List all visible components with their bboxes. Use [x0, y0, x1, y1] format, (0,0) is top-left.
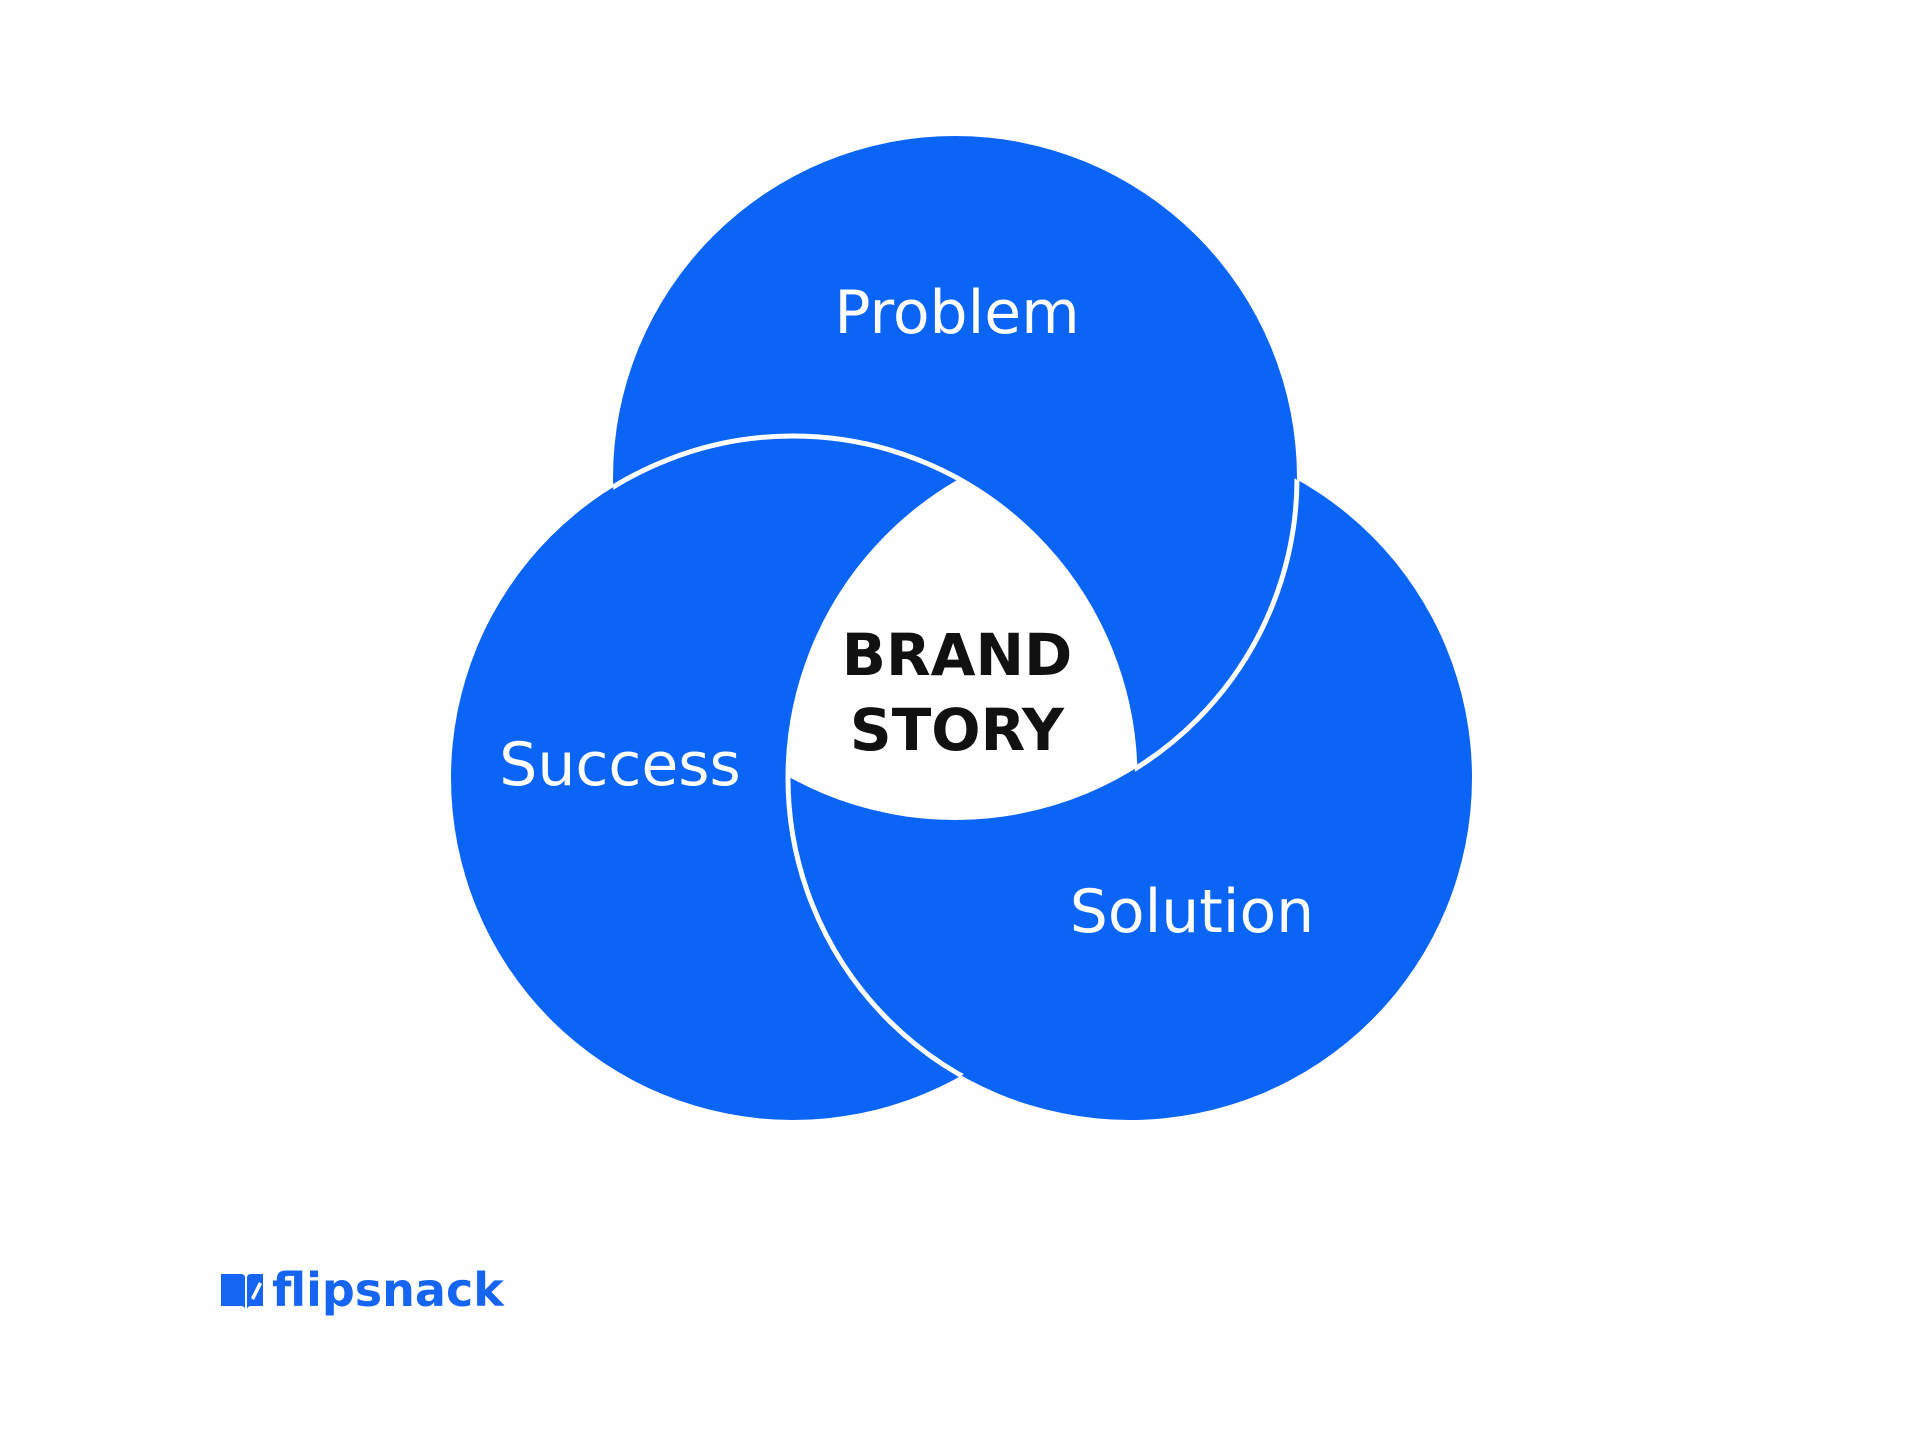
center-label-line-2: STORY	[850, 696, 1065, 764]
flipsnack-book-icon	[221, 1274, 263, 1310]
center-label-line-1: BRAND	[842, 621, 1072, 689]
brand-name: flipsnack	[272, 1263, 505, 1317]
label-success: Success	[499, 730, 741, 800]
flipsnack-logo: flipsnack	[221, 1263, 505, 1317]
label-problem: Problem	[834, 278, 1079, 348]
label-solution: Solution	[1070, 877, 1314, 947]
